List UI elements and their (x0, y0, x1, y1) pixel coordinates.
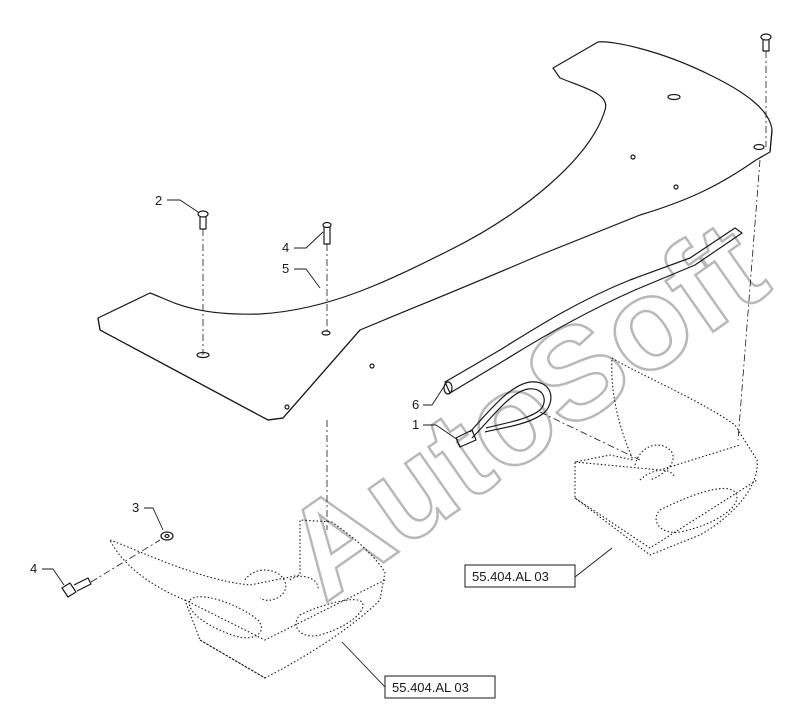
reference-box-right-frame (464, 564, 576, 588)
cover-plate (97, 41, 773, 421)
assembly-axes (90, 51, 767, 583)
callout-5-label: 5 (282, 261, 289, 276)
reference-box-right-leader (574, 547, 613, 578)
edge-trim-strip (443, 227, 743, 395)
cover-plate-front-lip (97, 129, 773, 331)
screw-2-head (197, 210, 209, 218)
cable-tie (455, 381, 552, 448)
reference-box-left-label[interactable]: 55.404.AL 03 (392, 680, 469, 695)
cable-tie-head (455, 429, 477, 448)
cable-tie-loop (469, 381, 552, 439)
cover-hole-3 (673, 184, 679, 190)
callout-4-top-label: 4 (282, 240, 289, 255)
screw-top-right (760, 33, 772, 52)
bolt-4-lower-shank (73, 577, 92, 592)
cover-plate-edge (99, 329, 361, 421)
callout-4-top-leader (294, 231, 324, 249)
lamp-assembly-right (574, 357, 758, 556)
axis-screw-top-right-lower (737, 159, 761, 441)
cover-hole-6 (369, 363, 375, 369)
reference-box-right[interactable]: 55.404.AL 03 (464, 547, 613, 588)
edge-trim-strip-outline (444, 227, 743, 394)
washer-3-inner (164, 533, 170, 539)
lamp-assembly-left (108, 519, 386, 679)
reference-box-left[interactable]: 55.404.AL 03 (341, 641, 496, 699)
screw-4-top (322, 221, 332, 245)
washer-3 (160, 531, 174, 541)
lamp-left-housing (184, 579, 386, 679)
cover-hole-5 (321, 330, 331, 336)
cover-hole-7 (284, 404, 290, 410)
screw-top-right-head (760, 33, 772, 41)
washer-3-outer (160, 531, 174, 541)
callout-3-label: 3 (132, 500, 139, 515)
screw-2-shank (199, 217, 207, 230)
screw-4-top-head (322, 221, 332, 229)
edge-trim-strip-end (443, 381, 453, 395)
axis-cable-tie (539, 411, 641, 461)
callout-4-lower-label: 4 (30, 561, 37, 576)
lamp-right-wiring (634, 444, 676, 481)
screw-top-right-shank (762, 40, 770, 52)
lamp-right-bracket (574, 357, 758, 556)
bolt-4-lower-head (61, 582, 77, 598)
cover-slot-1 (667, 93, 681, 101)
callout-3: 3 (132, 500, 164, 531)
callout-2-leader (167, 199, 199, 213)
callout-4-lower-leader (42, 568, 65, 586)
reference-box-left-leader (341, 641, 386, 688)
callout-2: 2 (155, 193, 199, 213)
callout-1-label: 1 (412, 417, 419, 432)
callout-6-label: 6 (412, 397, 419, 412)
lamp-right-lens (655, 488, 738, 533)
reference-box-left-frame (384, 675, 496, 699)
cover-hole-1 (753, 143, 765, 151)
callout-1-leader (423, 424, 459, 441)
callout-5: 5 (282, 261, 321, 289)
callout-5-leader (294, 268, 321, 289)
axis-bolt-4-lower (90, 539, 161, 583)
cover-hole-2 (630, 154, 636, 160)
reference-box-right-label[interactable]: 55.404.AL 03 (472, 569, 549, 584)
lamp-left-lens (188, 596, 364, 639)
lamp-left-wiring (244, 569, 319, 601)
callout-6: 6 (412, 384, 446, 412)
callout-4-top: 4 (282, 231, 324, 255)
callout-1: 1 (412, 417, 459, 441)
callout-2-label: 2 (155, 193, 162, 208)
watermark: AutoSoft (256, 191, 792, 628)
callout-4-lower: 4 (30, 561, 65, 586)
cover-plate-outline (97, 41, 773, 421)
callout-3-leader (144, 507, 164, 531)
bolt-4-lower (61, 577, 92, 598)
lamp-right-housing (574, 444, 758, 549)
screw-4-top-shank (323, 227, 331, 245)
callout-6-leader (423, 384, 446, 406)
screw-2 (197, 210, 209, 230)
watermark-text: AutoSoft (257, 192, 790, 626)
